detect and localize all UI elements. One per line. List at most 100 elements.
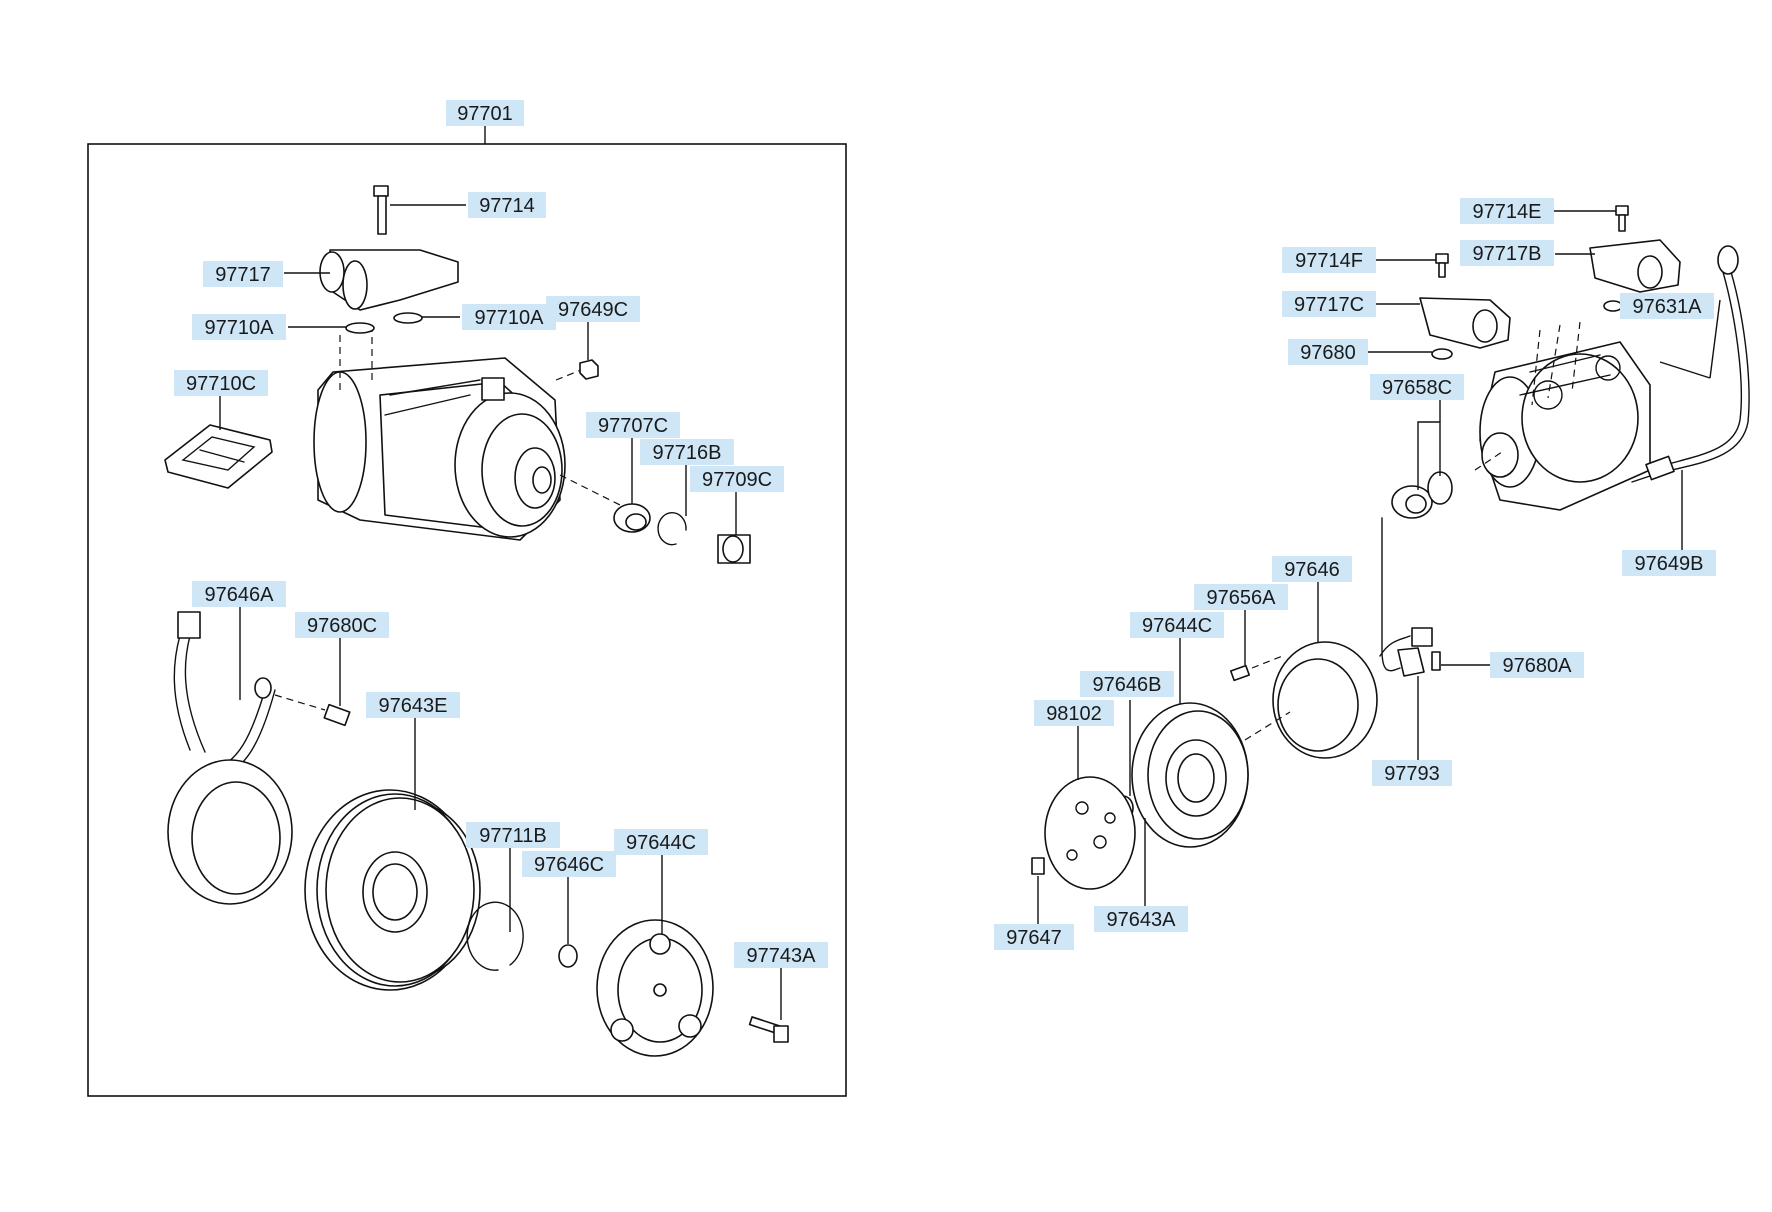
svg-text:97680: 97680: [1300, 342, 1356, 364]
label-97644c-right[interactable]: 97644C: [1130, 612, 1224, 638]
snap-ring-97716b-drawing: [657, 511, 687, 546]
label-97793[interactable]: 97793: [1372, 760, 1452, 786]
label-97643a[interactable]: 97643A: [1094, 906, 1188, 932]
svg-text:97716B: 97716B: [653, 442, 722, 464]
svg-text:97644C: 97644C: [1142, 615, 1212, 637]
svg-text:97658C: 97658C: [1382, 377, 1452, 399]
bushing-97709c-drawing: [717, 534, 751, 564]
svg-text:97646C: 97646C: [534, 854, 604, 876]
gasket-97710c-drawing: [164, 424, 273, 489]
left-assembly-panel: [87, 126, 847, 1097]
svg-text:97743A: 97743A: [747, 945, 817, 967]
nut-97649c-drawing: [579, 359, 599, 380]
label-97680[interactable]: 97680: [1288, 339, 1368, 365]
bolt-97714e-drawing: [1615, 205, 1629, 232]
label-98102[interactable]: 98102: [1034, 700, 1114, 726]
label-97714[interactable]: 97714: [468, 192, 546, 218]
svg-text:97631A: 97631A: [1633, 296, 1703, 318]
svg-text:97646B: 97646B: [1093, 674, 1162, 696]
svg-text:97710C: 97710C: [186, 373, 256, 395]
bolt-97680c-drawing: [323, 703, 351, 727]
label-97646c[interactable]: 97646C: [522, 851, 616, 877]
seal-97658c-drawing: [1391, 471, 1453, 519]
svg-text:98102: 98102: [1046, 703, 1102, 725]
label-97710c[interactable]: 97710C: [174, 370, 268, 396]
label-97714f[interactable]: 97714F: [1282, 247, 1376, 273]
harness-97649b-drawing: [1631, 245, 1750, 483]
svg-text:97707C: 97707C: [598, 415, 668, 437]
bolt-97714f-drawing: [1435, 253, 1449, 278]
bolt-97714-drawing: [373, 185, 389, 235]
svg-text:97680C: 97680C: [307, 615, 377, 637]
label-97646[interactable]: 97646: [1272, 556, 1352, 582]
assembly-frame: [87, 143, 847, 1097]
o-ring-97631a-drawing: [1603, 300, 1623, 312]
label-97649c[interactable]: 97649C: [546, 296, 640, 322]
label-97717c[interactable]: 97717C: [1282, 291, 1376, 317]
label-97743a[interactable]: 97743A: [734, 942, 828, 968]
label-97646a[interactable]: 97646A: [192, 581, 286, 607]
label-97707c[interactable]: 97707C: [586, 412, 680, 438]
field-coil-97646-drawing: [1272, 517, 1433, 759]
label-97643e[interactable]: 97643E: [366, 692, 460, 718]
pulley-97644c-drawing: [1131, 702, 1249, 848]
svg-text:97717: 97717: [215, 264, 271, 286]
svg-text:97714: 97714: [479, 195, 535, 217]
label-97716b[interactable]: 97716B: [640, 439, 734, 465]
label-97680a[interactable]: 97680A: [1490, 652, 1584, 678]
seal-97707c-drawing: [613, 503, 651, 533]
svg-text:97647: 97647: [1006, 927, 1062, 949]
label-97649b[interactable]: 97649B: [1622, 550, 1716, 576]
svg-text:97646A: 97646A: [205, 584, 275, 606]
right-assembly-panel: [1031, 205, 1750, 924]
hub-98102-drawing: [1044, 776, 1136, 890]
svg-text:97656A: 97656A: [1207, 587, 1277, 609]
part-labels: 97701 97714 97717 97710A 97710A 97649C 9…: [174, 100, 1716, 968]
svg-text:97701: 97701: [457, 103, 513, 125]
right-compressor-drawing: [1479, 341, 1651, 511]
hub-plate-97644c-drawing: [596, 919, 714, 1057]
label-97646b[interactable]: 97646B: [1080, 671, 1174, 697]
label-97717b[interactable]: 97717B: [1460, 240, 1554, 266]
o-ring-97710a-left: [345, 322, 375, 334]
label-97711b[interactable]: 97711B: [466, 822, 560, 848]
svg-text:97649B: 97649B: [1635, 553, 1704, 575]
pulley-97643e-drawing: [304, 789, 481, 991]
label-97714e[interactable]: 97714E: [1460, 198, 1554, 224]
svg-text:97643E: 97643E: [379, 695, 448, 717]
compressor-body-drawing: [313, 330, 621, 541]
o-ring-97680-drawing: [1431, 348, 1453, 360]
svg-text:97644C: 97644C: [626, 832, 696, 854]
label-97680c[interactable]: 97680C: [295, 612, 389, 638]
svg-text:97646: 97646: [1284, 559, 1340, 581]
snap-ring-97711b-drawing: [466, 901, 524, 971]
label-97709c[interactable]: 97709C: [690, 466, 784, 492]
svg-text:97714E: 97714E: [1473, 201, 1542, 223]
fitting-97717c-drawing: [1419, 297, 1511, 349]
label-97710a-right[interactable]: 97710A: [462, 304, 556, 330]
label-97631a[interactable]: 97631A: [1620, 293, 1714, 319]
screw-97680a-drawing: [1431, 651, 1441, 671]
svg-text:97709C: 97709C: [702, 469, 772, 491]
bolt-97647-drawing: [1031, 857, 1045, 875]
shim-97646c-drawing: [558, 944, 578, 968]
label-97647[interactable]: 97647: [994, 924, 1074, 950]
label-97658c[interactable]: 97658C: [1370, 374, 1464, 400]
svg-text:97643A: 97643A: [1107, 909, 1177, 931]
label-97710a-left[interactable]: 97710A: [192, 314, 286, 340]
label-97701[interactable]: 97701: [446, 100, 524, 126]
label-97717[interactable]: 97717: [203, 261, 283, 287]
sensor-97793-drawing: [1379, 635, 1425, 677]
label-97644c-left[interactable]: 97644C: [614, 829, 708, 855]
svg-text:97793: 97793: [1384, 763, 1440, 785]
label-97656a[interactable]: 97656A: [1194, 584, 1288, 610]
svg-text:97680A: 97680A: [1503, 655, 1573, 677]
svg-text:97710A: 97710A: [205, 317, 275, 339]
svg-text:97711B: 97711B: [479, 825, 546, 847]
screw-97656a-drawing: [1229, 664, 1251, 682]
o-ring-97710a-right: [393, 312, 423, 324]
svg-text:97649C: 97649C: [558, 299, 628, 321]
bolt-97743a-drawing: [748, 1016, 789, 1043]
fitting-97717-drawing: [319, 249, 459, 311]
